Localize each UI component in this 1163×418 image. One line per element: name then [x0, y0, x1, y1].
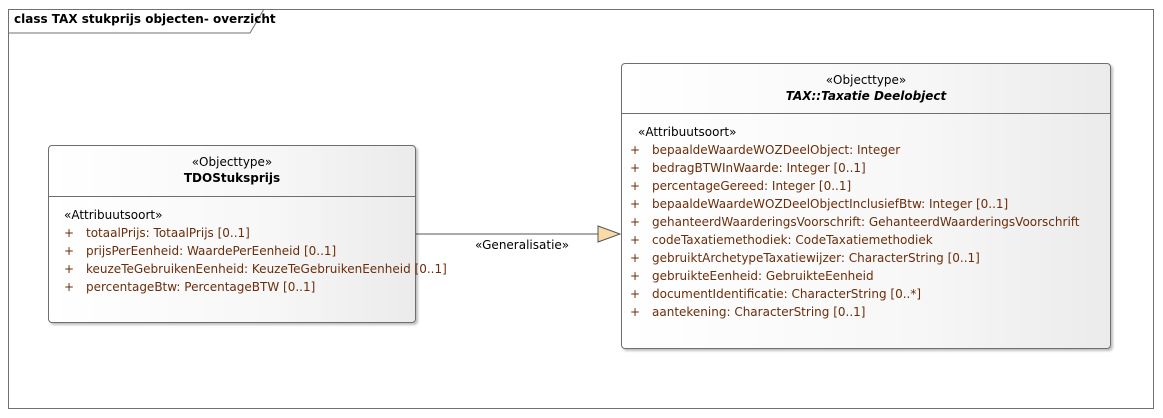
class-taxatie-deelobject[interactable]: «Objecttype» TAX::Taxatie Deelobject «At…	[621, 63, 1111, 349]
frame-title-tab	[8, 9, 265, 34]
generalization-label: «Generalisatie»	[475, 238, 570, 252]
attribute-row[interactable]: +documentIdentificatie: CharacterString …	[630, 287, 922, 301]
attribute-row[interactable]: +percentageGereed: Integer [0..1]	[630, 179, 852, 193]
attribute-row[interactable]: +bepaaldeWaardeWOZDeelObjectInclusiefBtw…	[630, 197, 1009, 211]
attribute-row[interactable]: +prijsPerEenheid: WaardePerEenheid [0..1…	[64, 244, 337, 258]
diagram-frame	[8, 9, 1154, 409]
attribute-row[interactable]: +gebruikteEenheid: GebruikteEenheid	[630, 269, 874, 283]
attribute-row[interactable]: +codeTaxatiemethodiek: CodeTaxatiemethod…	[630, 233, 933, 247]
class-name: TDOStuksprijs	[183, 171, 281, 185]
class-header: «Objecttype» TDOStuksprijs	[49, 146, 415, 197]
attribute-compartment: «Attribuutsoort» +bepaaldeWaardeWOZDeelO…	[622, 114, 1110, 321]
attribute-compartment: «Attribuutsoort» +totaalPrijs: TotaalPri…	[49, 197, 447, 296]
attribute-row[interactable]: +aantekening: CharacterString [0..1]	[630, 305, 866, 319]
class-tdostuksprijs[interactable]: «Objecttype» TDOStuksprijs «Attribuutsoo…	[48, 145, 447, 323]
attribute-row[interactable]: +totaalPrijs: TotaalPrijs [0..1]	[64, 226, 250, 240]
attribute-row[interactable]: +gebruiktArchetypeTaxatiewijzer: Charact…	[630, 251, 980, 265]
attribute-row[interactable]: +keuzeTeGebruikenEenheid: KeuzeTeGebruik…	[64, 262, 447, 276]
attribute-row[interactable]: +bedragBTWInWaarde: Integer [0..1]	[630, 161, 866, 175]
attribute-stereotype: «Attribuutsoort»	[64, 208, 163, 222]
class-stereotype: «Objecttype»	[825, 73, 907, 87]
class-stereotype: «Objecttype»	[191, 155, 273, 169]
attribute-row[interactable]: +percentageBtw: PercentageBTW [0..1]	[64, 280, 316, 294]
generalization-arrowhead	[597, 225, 622, 243]
class-header: «Objecttype» TAX::Taxatie Deelobject	[622, 64, 1110, 114]
attribute-row[interactable]: +bepaaldeWaardeWOZDeelObject: Integer	[630, 143, 901, 157]
class-name: TAX::Taxatie Deelobject	[785, 89, 947, 103]
frame-title: class TAX stukprijs objecten- overzicht	[14, 12, 276, 26]
attribute-row[interactable]: +gehanteerdWaarderingsVoorschrift: Gehan…	[630, 215, 1080, 229]
attribute-stereotype: «Attribuutsoort»	[638, 125, 737, 139]
